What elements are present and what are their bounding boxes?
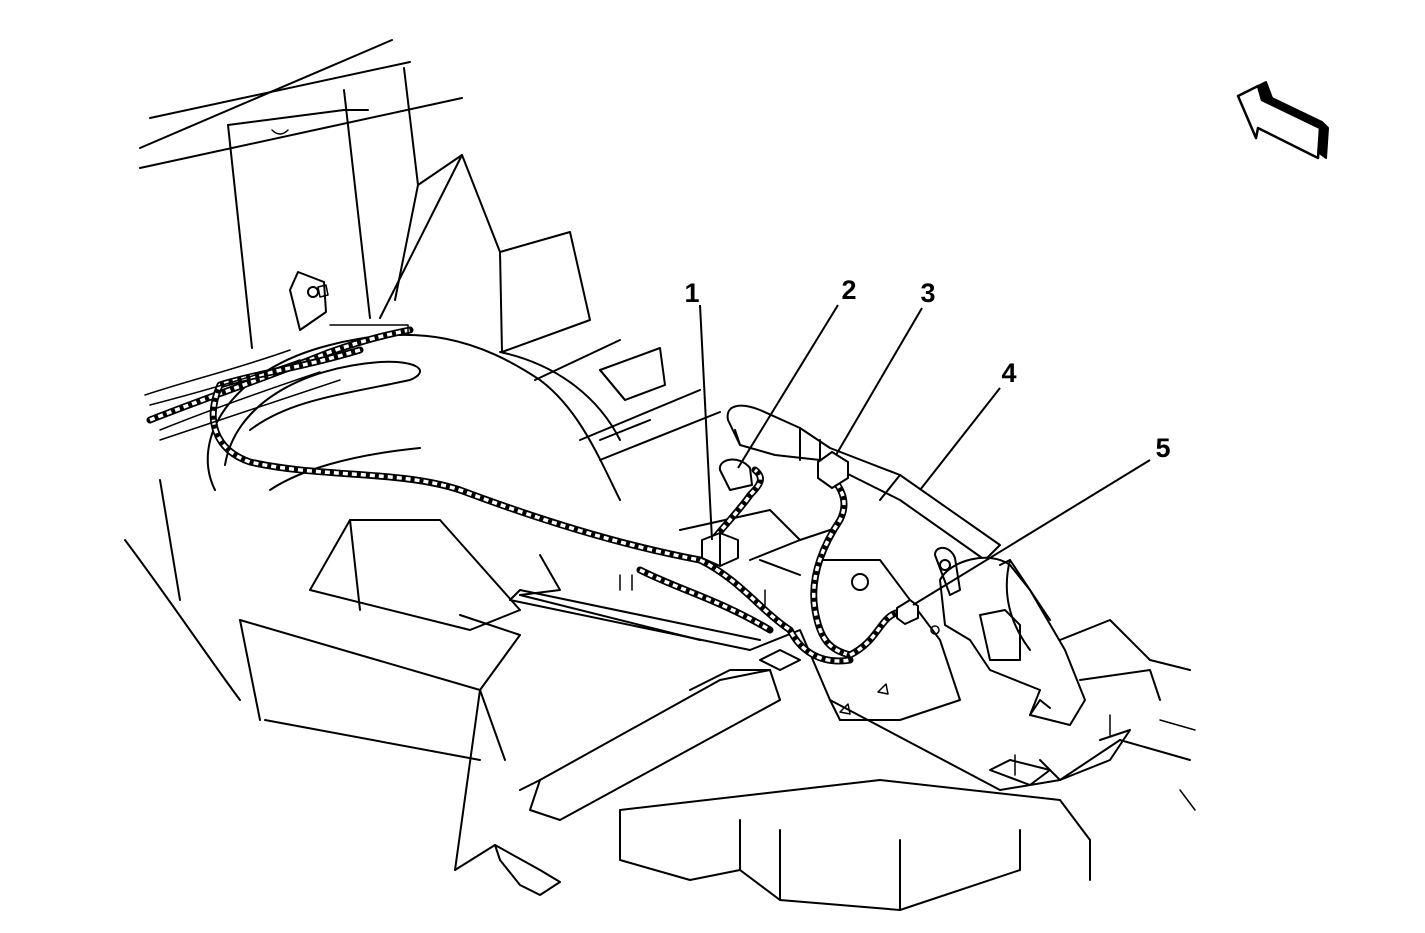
support-bracket xyxy=(930,546,1086,726)
callout-label-3: 3 xyxy=(920,278,935,308)
callout-leader-4 xyxy=(919,387,1001,491)
callout-leaders xyxy=(699,304,1151,606)
callout-labels: 1 2 3 4 5 xyxy=(684,275,1170,463)
connector-2 xyxy=(718,458,753,491)
callout-label-2: 2 xyxy=(841,275,856,305)
connector-3 xyxy=(817,451,849,489)
callout-label-5: 5 xyxy=(1155,433,1170,463)
callout-leader-3 xyxy=(835,307,923,456)
mounting-bracket xyxy=(289,271,329,331)
right-frame xyxy=(989,619,1196,811)
arrow-up-left-icon xyxy=(1236,81,1329,160)
callout-leader-5 xyxy=(912,459,1151,606)
harness-channel xyxy=(726,404,1001,561)
callout-leader-2 xyxy=(737,304,839,469)
wheelhouse xyxy=(206,333,621,501)
connector-5 xyxy=(896,599,919,625)
rear-body-panel xyxy=(139,39,591,353)
wiring-harness xyxy=(144,324,904,665)
callout-leader-1 xyxy=(699,304,713,541)
callout-label-4: 4 xyxy=(1001,358,1016,388)
floor-pan xyxy=(124,339,721,871)
connectors xyxy=(701,451,919,625)
rear-crossmember xyxy=(454,669,1091,911)
callout-label-1: 1 xyxy=(684,278,699,308)
